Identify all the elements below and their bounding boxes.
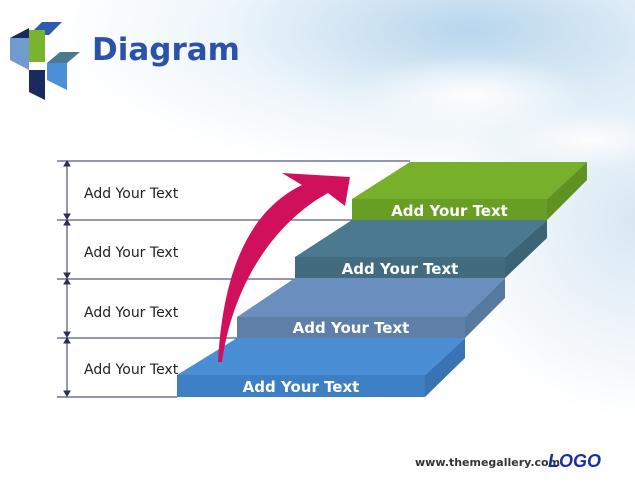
growth-arrow-icon bbox=[218, 173, 350, 362]
footer-url: www.themegallery.com bbox=[415, 456, 561, 469]
step-1 bbox=[177, 338, 465, 397]
step-2-label: Add Your Text bbox=[292, 319, 410, 337]
brand-cube-logo bbox=[10, 22, 80, 100]
page-title: Diagram bbox=[92, 32, 240, 68]
step-4-label: Add Your Text bbox=[391, 202, 508, 220]
step-4 bbox=[352, 162, 587, 220]
row-text-2: Add Your Text bbox=[84, 305, 179, 321]
row-text-1: Add Your Text bbox=[84, 362, 179, 378]
row-text-4: Add Your Text bbox=[84, 186, 179, 202]
step-1-label: Add Your Text bbox=[242, 378, 360, 396]
step-2 bbox=[237, 278, 505, 338]
step-3-label: Add Your Text bbox=[341, 260, 459, 278]
step-3 bbox=[295, 220, 547, 278]
row-guides bbox=[57, 160, 410, 398]
row-arrows bbox=[63, 160, 71, 397]
footer-logo: LOGO bbox=[548, 451, 601, 471]
row-text-3: Add Your Text bbox=[84, 245, 179, 261]
